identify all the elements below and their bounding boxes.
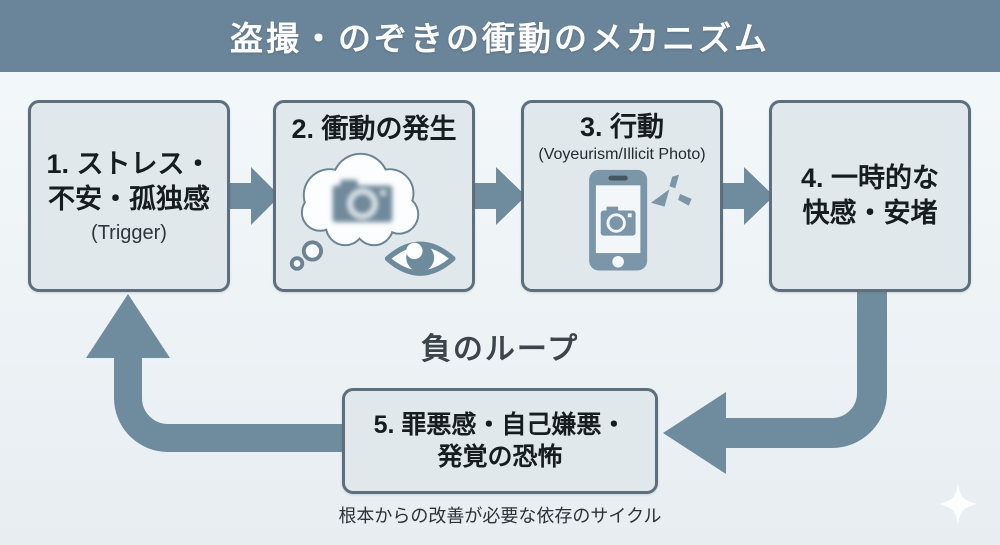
thought-bubble-trail: [289, 239, 324, 271]
arrow-right-icon: [474, 167, 526, 225]
step1-title: 1. ストレス・ 不安・孤独感: [46, 147, 211, 216]
arrow-up-head-icon: [86, 294, 170, 358]
step2-title: 2. 衝動の発生: [291, 114, 457, 144]
sparkle-icon: [939, 483, 977, 525]
step4-title: 4. 一時的な 快感・安堵: [801, 161, 939, 230]
arrow-left-head-icon: [663, 392, 726, 474]
step-box-4-relief: 4. 一時的な 快感・安堵: [769, 100, 971, 292]
step1-line1: 1. ストレス・: [46, 149, 212, 180]
blurred-camera-icon: [332, 179, 393, 222]
cycle-caption: 根本からの改善が必要な依存のサイクル: [338, 506, 662, 526]
step5-line2: 発覚の恐怖: [437, 443, 563, 471]
step-box-3-action: 3. 行動 (Voyeurism/Illicit Photo): [521, 100, 723, 292]
negative-loop-label: 負のループ: [420, 333, 580, 366]
step5-title: 5. 罪悪感・自己嫌悪・ 発覚の恐怖: [374, 409, 627, 473]
page-title: 盗撮・のぞきの衝動のメカニズム: [230, 20, 770, 57]
step-box-5-guilt: 5. 罪悪感・自己嫌悪・ 発覚の恐怖: [342, 388, 658, 494]
smartphone-camera-shutter-icon: [589, 169, 692, 271]
arrow-right-icon: [722, 167, 774, 225]
shutter-click-spark-icon: [651, 174, 692, 207]
smartphone-icon: [589, 169, 648, 271]
arrow-right-icon: [229, 167, 280, 225]
step-box-2-urge: 2. 衝動の発生: [273, 100, 475, 292]
step3-subtitle: (Voyeurism/Illicit Photo): [538, 145, 706, 163]
eye-icon: [384, 241, 456, 276]
arrow-down-left-curve: [726, 290, 887, 448]
arrow-left-up-curve: [114, 352, 346, 452]
thought-bubble-camera-icon: [289, 152, 456, 276]
step4-line1: 4. 一時的な: [800, 163, 940, 194]
step1-subtitle: (Trigger): [91, 221, 167, 244]
step5-line1: 5. 罪悪感・自己嫌悪・: [373, 411, 627, 439]
step1-line2: 不安・孤独感: [48, 184, 210, 214]
step-box-1-trigger: 1. ストレス・ 不安・孤独感 (Trigger): [28, 100, 230, 292]
step3-title: 3. 行動: [579, 112, 665, 142]
step4-line2: 快感・安堵: [802, 198, 938, 228]
header-bar: 盗撮・のぞきの衝動のメカニズム: [0, 0, 1000, 72]
